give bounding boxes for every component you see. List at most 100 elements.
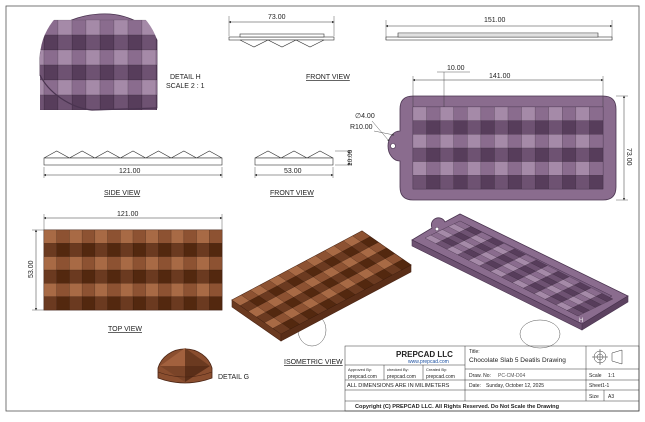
- isometric-mold: [411, 213, 629, 349]
- detail-h-pyramid: [99, 34, 115, 51]
- detail-h-pyramid: [85, 49, 101, 66]
- mold-pyramid: [426, 175, 441, 190]
- detail-h-pyramid: [99, 64, 115, 81]
- detail-h-pyramid: [141, 19, 157, 36]
- chocolate-pyramid: [69, 269, 83, 284]
- detail-h-pyramid: [85, 79, 101, 96]
- size-value: A3: [608, 394, 614, 400]
- mold-pyramid: [548, 175, 563, 190]
- chocolate-pyramid: [120, 256, 134, 271]
- side-view: [43, 150, 223, 178]
- detail-h-pyramid: [113, 34, 129, 51]
- mold-pyramid: [589, 120, 604, 135]
- iso-mold-pyramid: [566, 307, 585, 317]
- chocolate-pyramid: [94, 296, 108, 311]
- detail-h-pyramid: [57, 64, 73, 81]
- mold-pyramid: [412, 147, 427, 162]
- chocolate-pyramid: [56, 229, 70, 244]
- mold-pyramid: [562, 147, 577, 162]
- mold-pyramid: [480, 134, 495, 149]
- mold-pyramid: [548, 106, 563, 121]
- mold-pyramid: [548, 147, 563, 162]
- detail-h-pyramid: [113, 19, 129, 36]
- checked-value: prepcad.com: [387, 374, 416, 380]
- detail-h-pyramid: [57, 49, 73, 66]
- chocolate-pyramid: [158, 269, 172, 284]
- mold-pyramid: [412, 106, 427, 121]
- mold-pyramid: [575, 161, 590, 176]
- mold-pyramid: [589, 161, 604, 176]
- chocolate-pyramid: [107, 269, 121, 284]
- detail-h-pyramid: [85, 94, 101, 110]
- chocolate-pyramid: [120, 283, 134, 297]
- mold-pyramid: [521, 106, 536, 121]
- mold-pyramid: [480, 175, 495, 190]
- front-view: [254, 150, 352, 178]
- detail-h-pyramid: [155, 19, 157, 36]
- isometric-view-label: ISOMETRIC VIEW: [284, 359, 343, 366]
- mold-pyramid: [426, 134, 441, 149]
- mold-pyramid: [548, 120, 563, 135]
- mold-pyramid: [453, 147, 468, 162]
- front-view-label: FRONT VIEW: [270, 190, 314, 197]
- chocolate-pyramid: [56, 269, 70, 284]
- top-view: [32, 214, 223, 311]
- dim-121-side: 121.00: [119, 168, 141, 175]
- detail-h-pyramid: [99, 49, 115, 66]
- mold-pyramid: [439, 134, 454, 149]
- detail-h-pyramid: [141, 94, 157, 110]
- dim-73-mold: 73.00: [625, 148, 632, 166]
- detail-h-pyramid: [113, 49, 129, 66]
- mold-pyramid: [534, 134, 549, 149]
- chocolate-pyramid: [43, 256, 57, 271]
- mold-pyramid: [589, 175, 604, 190]
- detail-h-pyramid: [57, 19, 73, 36]
- chocolate-pyramid: [56, 283, 70, 297]
- chocolate-pyramid: [81, 256, 96, 271]
- mold-pyramid: [426, 120, 441, 135]
- chocolate-pyramid: [170, 229, 185, 244]
- iso-chocolate-pyramid: [291, 313, 310, 325]
- mold-pyramid: [439, 175, 454, 190]
- top-view-label: TOP VIEW: [108, 326, 142, 333]
- mold-pyramid: [589, 134, 604, 149]
- detail-h-pyramid: [141, 79, 157, 96]
- mold-pyramid: [548, 134, 563, 149]
- draw-no-label: Draw. No:: [469, 373, 491, 379]
- detail-h-pyramid: [71, 19, 87, 36]
- mold-pyramid: [589, 147, 604, 162]
- detail-h-pyramid: [99, 19, 115, 36]
- side-view-label: SIDE VIEW: [104, 190, 141, 197]
- chocolate-pyramid: [132, 283, 146, 297]
- chocolate-pyramid: [183, 256, 197, 271]
- mold-pyramid: [467, 134, 482, 149]
- mold-pyramid: [412, 134, 427, 149]
- mold-pyramid: [480, 106, 495, 121]
- chocolate-pyramid: [158, 243, 172, 257]
- detail-h-pyramid: [155, 79, 157, 96]
- chocolate-pyramid: [170, 269, 185, 284]
- chocolate-pyramid: [107, 296, 121, 311]
- mold-pyramid: [507, 134, 522, 149]
- chocolate-pyramid: [145, 269, 159, 284]
- mold-pyramid: [412, 175, 427, 190]
- dim-151: 151.00: [484, 17, 506, 24]
- chocolate-pyramid: [196, 283, 210, 297]
- chocolate-pyramid: [183, 269, 197, 284]
- chocolate-pyramid: [132, 256, 146, 271]
- mold-pyramid: [521, 134, 536, 149]
- mold-pyramid: [507, 147, 522, 162]
- chocolate-pyramid: [94, 269, 108, 284]
- mold-pyramid: [467, 106, 482, 121]
- iso-chocolate-pyramid: [383, 264, 403, 276]
- chocolate-pyramid: [183, 283, 197, 297]
- callout-h: H: [579, 318, 583, 324]
- chocolate-pyramid: [158, 283, 172, 297]
- mold-pyramid: [453, 120, 468, 135]
- chocolate-pyramid: [196, 269, 210, 284]
- chocolate-pyramid: [94, 283, 108, 297]
- mold-pyramid: [534, 106, 549, 121]
- chocolate-pyramid: [209, 296, 223, 311]
- detail-h-pyramid: [43, 94, 59, 110]
